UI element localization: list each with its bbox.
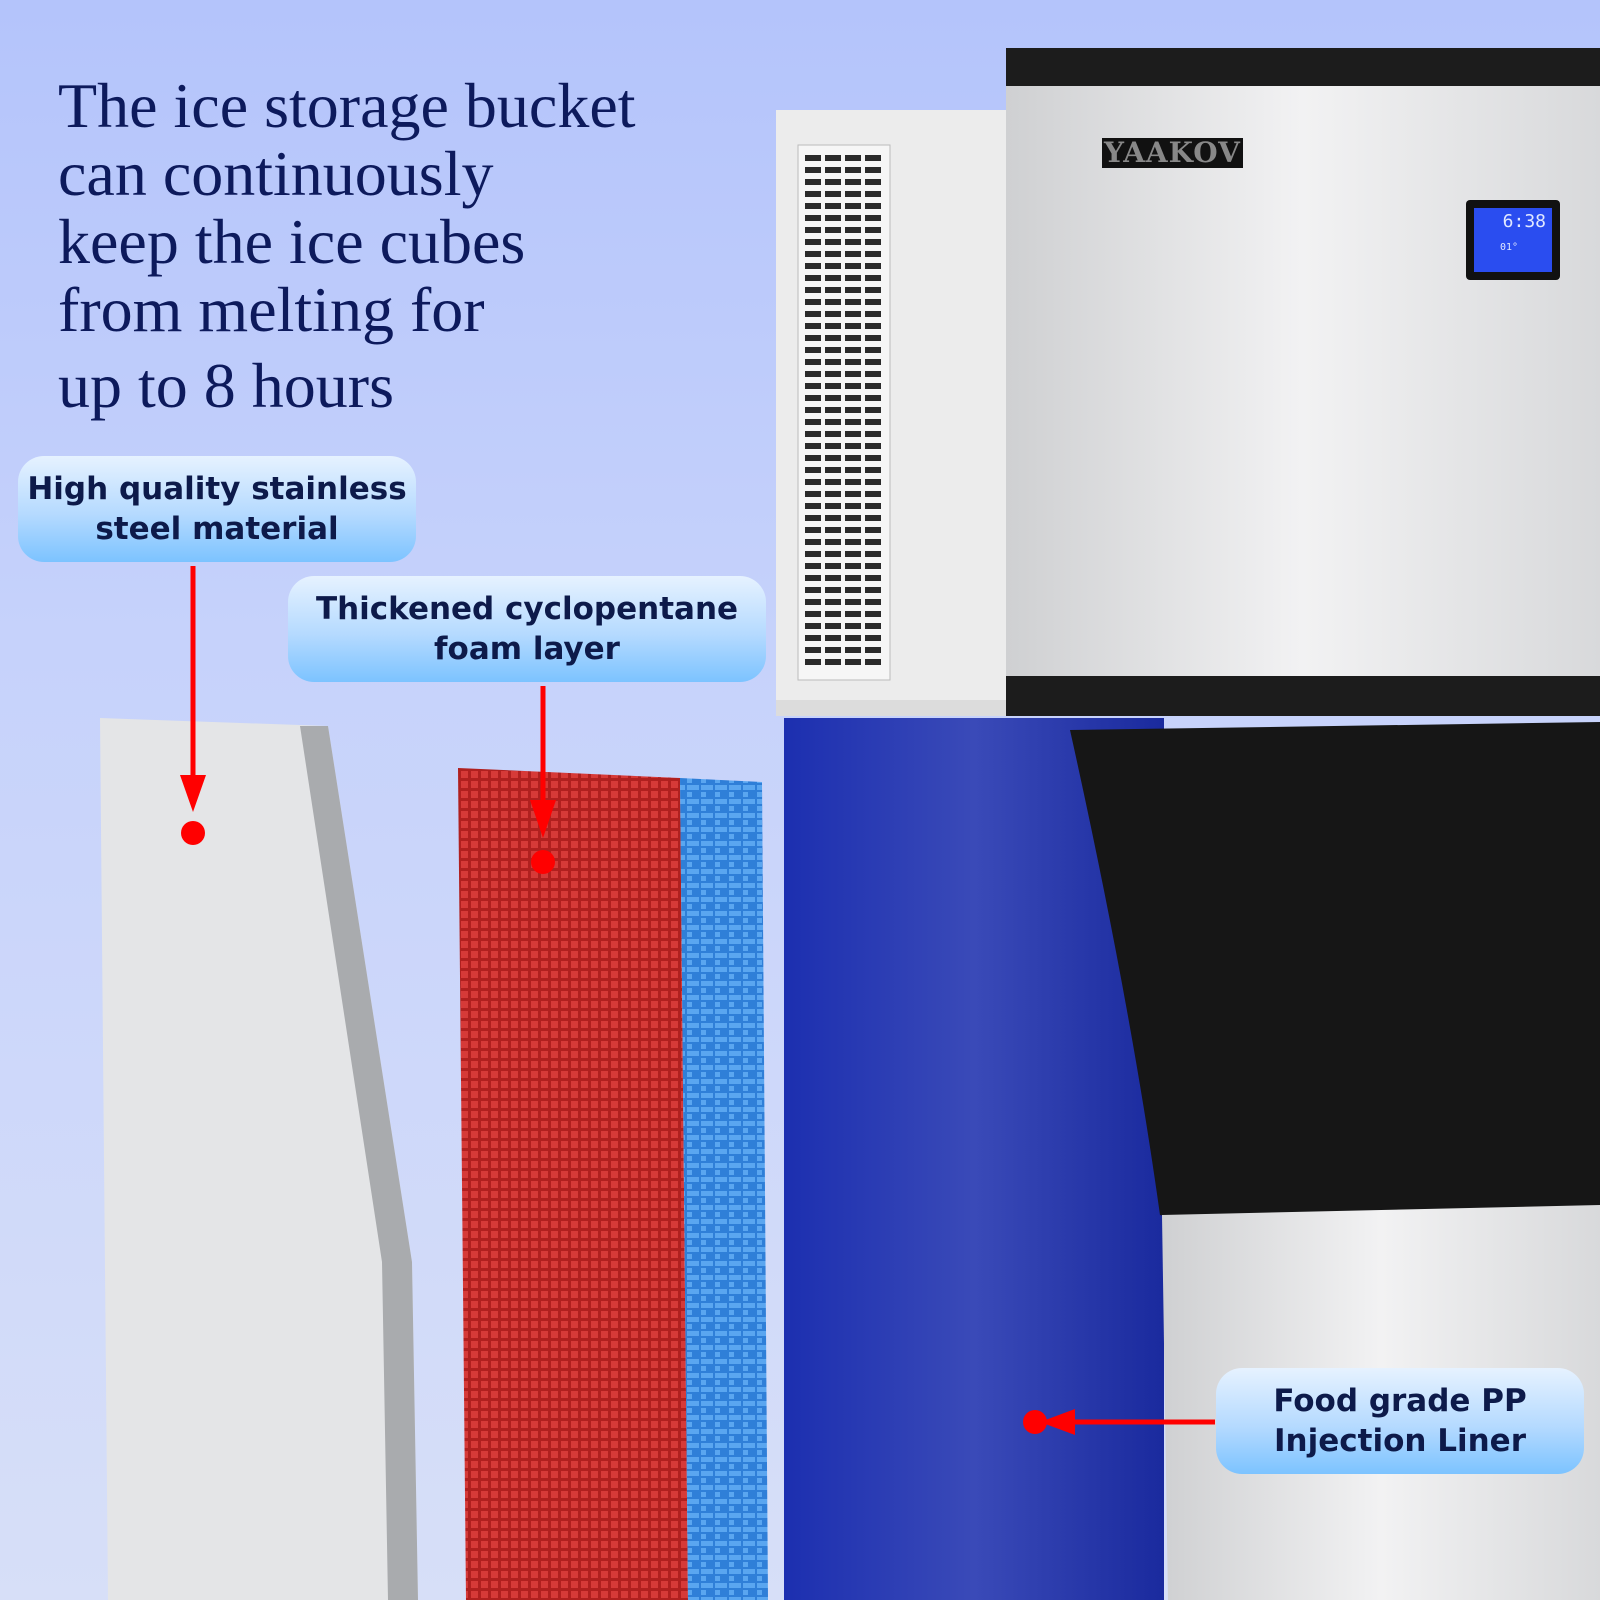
- display-screen: 6:38 01°: [1474, 208, 1552, 272]
- foam-layer-blue: [680, 778, 768, 1600]
- callout-text: Thickened cyclopentane: [315, 591, 739, 627]
- callout-text: foam layer: [434, 631, 620, 667]
- foam-layer-red: [458, 768, 688, 1600]
- display-time: 6:38: [1502, 211, 1546, 232]
- headline-line: from melting for: [58, 274, 485, 345]
- headline: The ice storage bucket can continuously …: [58, 72, 778, 420]
- headline-line: can continuously: [58, 138, 494, 209]
- callout-liner: Food grade PP Injection Liner: [1216, 1368, 1584, 1474]
- control-display[interactable]: 6:38 01°: [1466, 200, 1560, 280]
- bottom-trim: [1006, 676, 1600, 716]
- vent-grille: [805, 155, 885, 670]
- callout-steel: High quality stainless steel material: [18, 456, 416, 562]
- callout-text: steel material: [95, 511, 339, 547]
- upper-unit-front: [1006, 48, 1600, 712]
- callout-text: Food grade PP: [1273, 1383, 1527, 1419]
- steel-panel-edge: [300, 726, 418, 1600]
- brand-logo: YAAKOV: [1102, 136, 1243, 169]
- arrows: [180, 566, 1215, 1435]
- headline-line: up to 8 hours: [58, 350, 394, 421]
- top-trim: [1006, 48, 1600, 86]
- headline-line: keep the ice cubes: [58, 206, 526, 277]
- callout-foam: Thickened cyclopentane foam layer: [288, 576, 766, 682]
- side-trim: [776, 700, 1006, 716]
- callout-text: High quality stainless: [27, 471, 407, 507]
- headline-line: The ice storage bucket: [58, 70, 636, 141]
- display-temp: 01°: [1500, 242, 1519, 253]
- bin-door: [1070, 722, 1600, 1220]
- callout-text: Injection Liner: [1274, 1423, 1526, 1459]
